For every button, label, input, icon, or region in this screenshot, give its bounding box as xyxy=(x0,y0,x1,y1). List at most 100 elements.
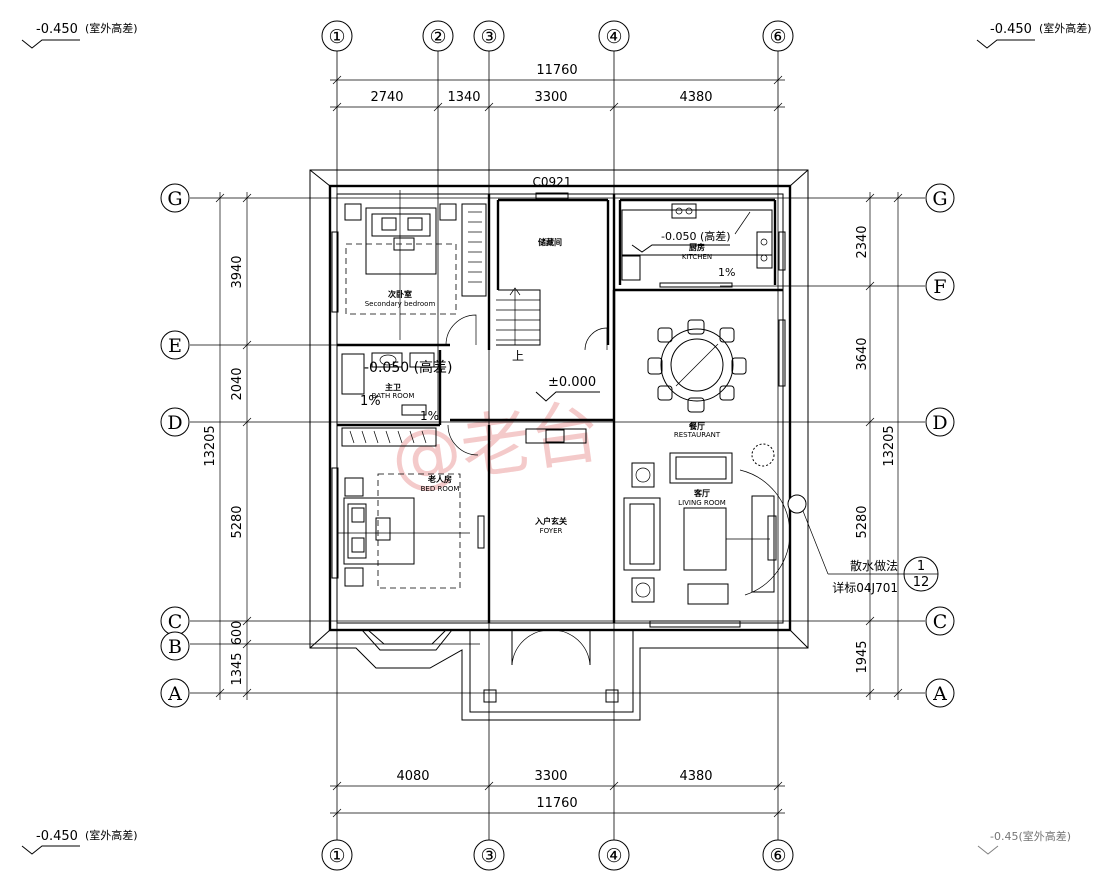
room-label-storage: 储藏间 xyxy=(537,237,562,247)
grid-bubbles-left: G E D C B A xyxy=(160,183,190,708)
grid-label-top-6: ⑥ xyxy=(769,26,786,48)
svg-text:RESTAURANT: RESTAURANT xyxy=(674,431,721,439)
bath-level: -0.050 (高差) xyxy=(364,359,453,376)
bay-window xyxy=(361,629,453,651)
grid-label-right-G: G xyxy=(932,188,947,210)
living-room: 客厅 LIVING ROOM xyxy=(623,443,791,605)
dim-top-1: 2740 xyxy=(370,90,403,105)
kitchen: -0.050 (高差) 1% 厨房 KITCHEN xyxy=(621,203,773,288)
stairs: 上 xyxy=(496,287,541,363)
svg-text:(室外高差): (室外高差) xyxy=(85,21,138,35)
dim-left-2: 2040 xyxy=(230,367,245,400)
watermark-text: @老台 xyxy=(386,390,605,500)
dim-bottom-1: 4080 xyxy=(396,769,429,784)
dim-left-4: 600 xyxy=(230,621,245,646)
dim-left-5: 1345 xyxy=(230,652,245,685)
dimensions-top: 11760 2740 1340 3300 4380 xyxy=(330,63,785,112)
svg-text:客厅: 客厅 xyxy=(693,488,710,498)
grid-label-right-F: F xyxy=(933,276,946,298)
dim-right-4: 1945 xyxy=(855,640,870,673)
detail-reference: 1 12 散水做法 详标04J701 xyxy=(787,494,939,595)
svg-text:(室外高差): (室外高差) xyxy=(1039,21,1092,35)
dim-bottom-2: 3300 xyxy=(534,769,567,784)
window-right-restaurant xyxy=(778,319,786,387)
dim-right-total: 13205 xyxy=(882,425,897,466)
dim-right-2: 3640 xyxy=(855,337,870,370)
dim-top-4: 4380 xyxy=(679,90,712,105)
grid-label-right-D: D xyxy=(932,412,947,434)
grid-label-left-E: E xyxy=(168,335,182,357)
svg-text:-0.450: -0.450 xyxy=(36,829,78,844)
elevation-mark-top-left: -0.450 (室外高差) xyxy=(21,21,138,49)
window-left-secbed xyxy=(331,231,339,313)
bath-slope: 1% xyxy=(360,394,381,409)
grid-label-left-B: B xyxy=(168,636,182,658)
detail-note-2: 详标04J701 xyxy=(832,580,898,595)
detail-index: 1 xyxy=(917,559,925,574)
svg-text:BED ROOM: BED ROOM xyxy=(421,485,460,493)
svg-text:1%: 1% xyxy=(420,409,439,423)
secondary-bedroom: 次卧室 Secondary bedroom xyxy=(344,190,487,346)
svg-text:-0.450: -0.450 xyxy=(990,22,1032,37)
dim-bottom-3: 4380 xyxy=(679,769,712,784)
window-bottom-living xyxy=(649,620,741,628)
grid-label-left-G: G xyxy=(167,188,182,210)
grid-label-right-C: C xyxy=(933,611,948,633)
grid-label-left-D: D xyxy=(167,412,182,434)
restaurant: 餐厅 RESTAURANT xyxy=(647,319,747,439)
door-storage xyxy=(584,327,608,351)
dim-bottom-total: 11760 xyxy=(536,796,577,811)
svg-text:主卫: 主卫 xyxy=(385,382,401,392)
svg-text:±0.000: ±0.000 xyxy=(548,375,596,390)
svg-text:FOYER: FOYER xyxy=(540,527,563,535)
dimensions-bottom: 4080 3300 4380 11760 xyxy=(330,769,785,818)
dimensions-right: 2340 3640 5280 1945 13205 xyxy=(855,192,903,700)
dim-top-3: 3300 xyxy=(534,90,567,105)
window-c0921: C0921 xyxy=(533,175,572,200)
dim-left-total: 13205 xyxy=(203,425,218,466)
dim-top-total: 11760 xyxy=(536,63,577,78)
svg-text:厨房: 厨房 xyxy=(689,242,705,252)
dim-left-1: 3940 xyxy=(230,255,245,288)
grid-bubbles-bottom: ① ③ ④ ⑥ xyxy=(321,839,794,871)
svg-text:(室外高差): (室外高差) xyxy=(85,828,138,842)
window-left-elder xyxy=(331,467,339,579)
detail-sheet: 12 xyxy=(913,575,930,590)
dim-right-1: 2340 xyxy=(855,225,870,258)
dim-top-2: 1340 xyxy=(447,90,480,105)
kitchen-level: -0.050 (高差) xyxy=(661,229,731,243)
walls xyxy=(328,184,792,632)
svg-text:老人房: 老人房 xyxy=(427,474,452,484)
grid-label-top-2: ② xyxy=(429,26,446,48)
svg-text:入户玄关: 入户玄关 xyxy=(534,516,567,526)
grid-label-bottom-1: ① xyxy=(328,845,345,867)
grid-axis-lines xyxy=(190,50,925,845)
grid-label-left-C: C xyxy=(168,611,183,633)
detail-note-1: 散水做法 xyxy=(850,558,898,573)
elevation-mark-bottom-left: -0.450 (室外高差) xyxy=(21,828,138,855)
stair-up-label: 上 xyxy=(512,349,524,363)
kitchen-slope: 1% xyxy=(718,266,735,279)
svg-text:LIVING ROOM: LIVING ROOM xyxy=(678,499,726,507)
elevation-mark-bottom-right: -0.45(室外高差) xyxy=(977,829,1071,855)
grid-label-bottom-4: ④ xyxy=(605,845,622,867)
window-right-kitchen xyxy=(778,231,786,271)
svg-text:Secondary bedroom: Secondary bedroom xyxy=(365,300,436,308)
grid-label-bottom-3: ③ xyxy=(480,845,497,867)
elevation-mark-top-right: -0.450 (室外高差) xyxy=(976,21,1092,49)
dim-left-3: 5280 xyxy=(230,505,245,538)
grid-bubbles-right: G F D C A xyxy=(925,183,955,708)
grid-label-right-A: A xyxy=(932,683,947,705)
grid-label-bottom-6: ⑥ xyxy=(769,845,786,867)
foyer: 入户玄关 FOYER xyxy=(511,428,591,666)
svg-text:-0.450: -0.450 xyxy=(36,22,78,37)
grid-bubbles-top: ① ② ③ ④ ⑥ xyxy=(321,20,794,52)
grid-label-top-3: ③ xyxy=(480,26,497,48)
hall-level: ±0.000 xyxy=(535,375,600,402)
svg-text:C0921: C0921 xyxy=(533,175,572,189)
svg-text:KITCHEN: KITCHEN xyxy=(682,253,712,261)
svg-text:-0.45(室外高差): -0.45(室外高差) xyxy=(990,829,1071,843)
grid-label-top-4: ④ xyxy=(605,26,622,48)
grid-label-left-A: A xyxy=(167,683,182,705)
